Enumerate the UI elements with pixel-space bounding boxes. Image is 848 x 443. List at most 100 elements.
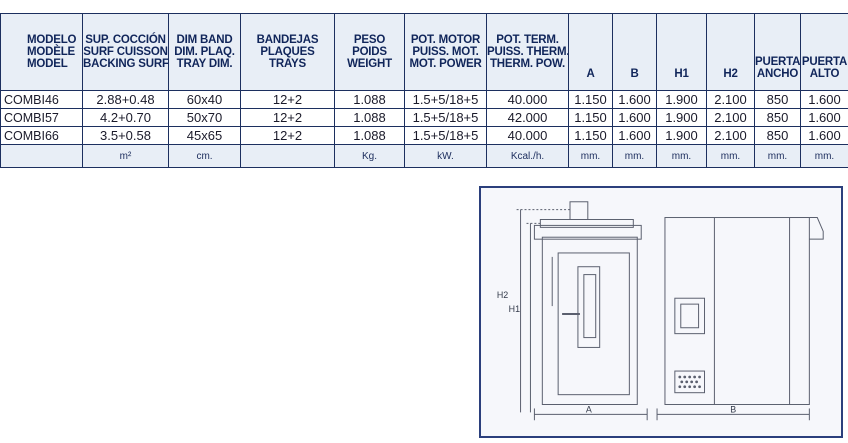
- unit-cell: mm.: [754, 144, 801, 168]
- front-door-window-inner: [583, 274, 597, 339]
- front-view-top: [533, 224, 642, 240]
- table-cell: 1.088: [334, 108, 405, 127]
- table-cell: 1.150: [568, 126, 613, 145]
- table-cell: 50x70: [168, 108, 241, 127]
- table-cell: 2.100: [706, 90, 755, 109]
- table-cell: 12+2: [240, 108, 335, 127]
- header-line: TRAYS: [269, 58, 306, 70]
- table-cell: 1.088: [334, 90, 405, 109]
- table-cell: 42.000: [486, 108, 569, 127]
- header-line: ANCHO: [756, 68, 799, 80]
- side-view-grille: [674, 370, 706, 394]
- model-cell: COMBI57: [0, 108, 83, 127]
- header-line: ALTO: [809, 68, 840, 80]
- header-line: BANDEJAS: [256, 34, 319, 46]
- header-line: A: [586, 68, 595, 80]
- a-label: A: [586, 404, 592, 414]
- header-b: B: [612, 13, 657, 91]
- header-line: H1: [674, 68, 689, 80]
- table-cell: 1.900: [656, 126, 707, 145]
- header-line: MODÈLE: [27, 46, 75, 58]
- table-cell: 1.600: [612, 90, 657, 109]
- table-cell: 2.100: [706, 108, 755, 127]
- header-line: PUERTA: [755, 56, 801, 68]
- unit-cell: Kg.: [334, 144, 405, 168]
- front-door-window: [577, 266, 601, 348]
- table-cell: 12+2: [240, 126, 335, 145]
- unit-cell: [240, 144, 335, 168]
- table-cell: 1.150: [568, 108, 613, 127]
- h2-label: H2: [497, 290, 508, 300]
- header-therm-power: POT. TERM.PUISS. THERM.THERM. POW.: [486, 13, 569, 91]
- table-cell: 1.600: [800, 126, 848, 145]
- table-cell: 1.900: [656, 90, 707, 109]
- table-cell: 1.600: [800, 90, 848, 109]
- table-cell: 1.5+5/18+5: [404, 90, 487, 109]
- header-line: POT. TERM.: [496, 34, 559, 46]
- unit-cell: mm.: [568, 144, 613, 168]
- model-cell: COMBI46: [0, 90, 83, 109]
- header-line: SUP. COCCIÓN: [85, 34, 166, 46]
- header-line: PESO: [353, 34, 386, 46]
- header-line: PLAQUES: [260, 46, 315, 58]
- unit-cell: mm.: [612, 144, 657, 168]
- header-a: A: [568, 13, 613, 91]
- table-cell: 40.000: [486, 126, 569, 145]
- header-line: BACKING SURF: [83, 58, 169, 70]
- front-view-body: [541, 236, 638, 405]
- table-cell: 1.5+5/18+5: [404, 108, 487, 127]
- header-line: PUERTA: [801, 56, 848, 68]
- header-h1: H1: [656, 13, 707, 91]
- table-cell: 3.5+0.58: [82, 126, 169, 145]
- table-cell: 1.088: [334, 126, 405, 145]
- table-cell: 850: [754, 126, 801, 145]
- table-cell: 1.5+5/18+5: [404, 126, 487, 145]
- table-cell: 4.2+0.70: [82, 108, 169, 127]
- table-cell: 60x40: [168, 90, 241, 109]
- header-line: TRAY DIM.: [176, 58, 233, 70]
- model-cell: COMBI66: [0, 126, 83, 145]
- front-view-cap: [539, 219, 634, 228]
- unit-cell: Kcal./h.: [486, 144, 569, 168]
- oven-dimension-drawing: H2 H1 A B: [479, 186, 843, 438]
- header-line: POIDS: [352, 46, 387, 58]
- header-line: THERM. POW.: [489, 58, 566, 70]
- table-cell: 12+2: [240, 90, 335, 109]
- table-cell: 850: [754, 90, 801, 109]
- header-line: SURF CUISSON: [83, 46, 168, 58]
- side-view-body: [664, 217, 810, 405]
- header-line: MODEL: [27, 58, 68, 70]
- header-line: WEIGHT: [347, 58, 392, 70]
- unit-cell: mm.: [656, 144, 707, 168]
- table-cell: 1.900: [656, 108, 707, 127]
- table-cell: 45x65: [168, 126, 241, 145]
- header-line: H2: [723, 68, 738, 80]
- header-line: PUISS. MOT.: [412, 46, 479, 58]
- table-cell: 1.150: [568, 90, 613, 109]
- header-line: DIM BAND: [176, 34, 233, 46]
- header-line: MODELO: [27, 34, 77, 46]
- side-view-vent: [674, 297, 706, 335]
- unit-cell: cm.: [168, 144, 241, 168]
- header-line: MOT. POWER: [409, 58, 482, 70]
- table-cell: 40.000: [486, 90, 569, 109]
- front-view-motor: [569, 201, 589, 220]
- table-cell: 2.88+0.48: [82, 90, 169, 109]
- side-view-hood: [789, 217, 824, 240]
- table-cell: 2.100: [706, 126, 755, 145]
- table-cell: 1.600: [612, 126, 657, 145]
- header-line: PUISS. THERM.: [487, 46, 569, 58]
- unit-cell: [0, 144, 83, 168]
- header-line: B: [630, 68, 639, 80]
